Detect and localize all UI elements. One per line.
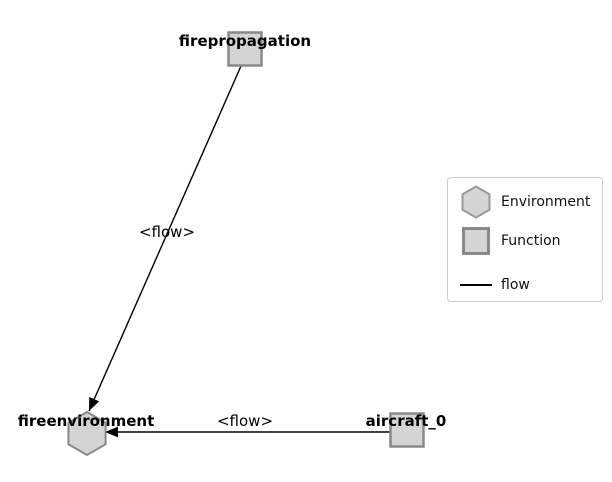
- flow-line-icon: [458, 284, 494, 286]
- nodes-layer: [67, 31, 425, 457]
- edge-flow-label-1: <flow>: [139, 223, 195, 241]
- function-square-icon: [458, 227, 494, 255]
- edges-layer: [88, 65, 391, 438]
- node-aircraft-0: [389, 412, 425, 448]
- legend-label-environment: Environment: [501, 194, 591, 210]
- edge-firepropagation-to-fireenvironment: [88, 65, 242, 412]
- legend-item-environment: Environment: [458, 183, 592, 221]
- legend-item-function: Function: [458, 221, 592, 261]
- legend-item-flow: flow: [458, 269, 592, 301]
- legend-label-flow: flow: [501, 277, 530, 293]
- node-fireenvironment-label: fireenvironment: [18, 412, 155, 430]
- environment-hexagon-icon: [458, 185, 494, 219]
- legend: Environment Function flow: [447, 177, 603, 302]
- node-fireenvironment: [67, 410, 107, 457]
- edge-flow-label-2: <flow>: [217, 412, 273, 430]
- node-firepropagation: [227, 31, 263, 67]
- node-aircraft-0-label: aircraft_0: [366, 412, 447, 430]
- legend-label-function: Function: [501, 233, 561, 249]
- labels-layer: firepropagation <flow> fireenvironment <…: [18, 32, 447, 430]
- node-firepropagation-label: firepropagation: [179, 32, 311, 50]
